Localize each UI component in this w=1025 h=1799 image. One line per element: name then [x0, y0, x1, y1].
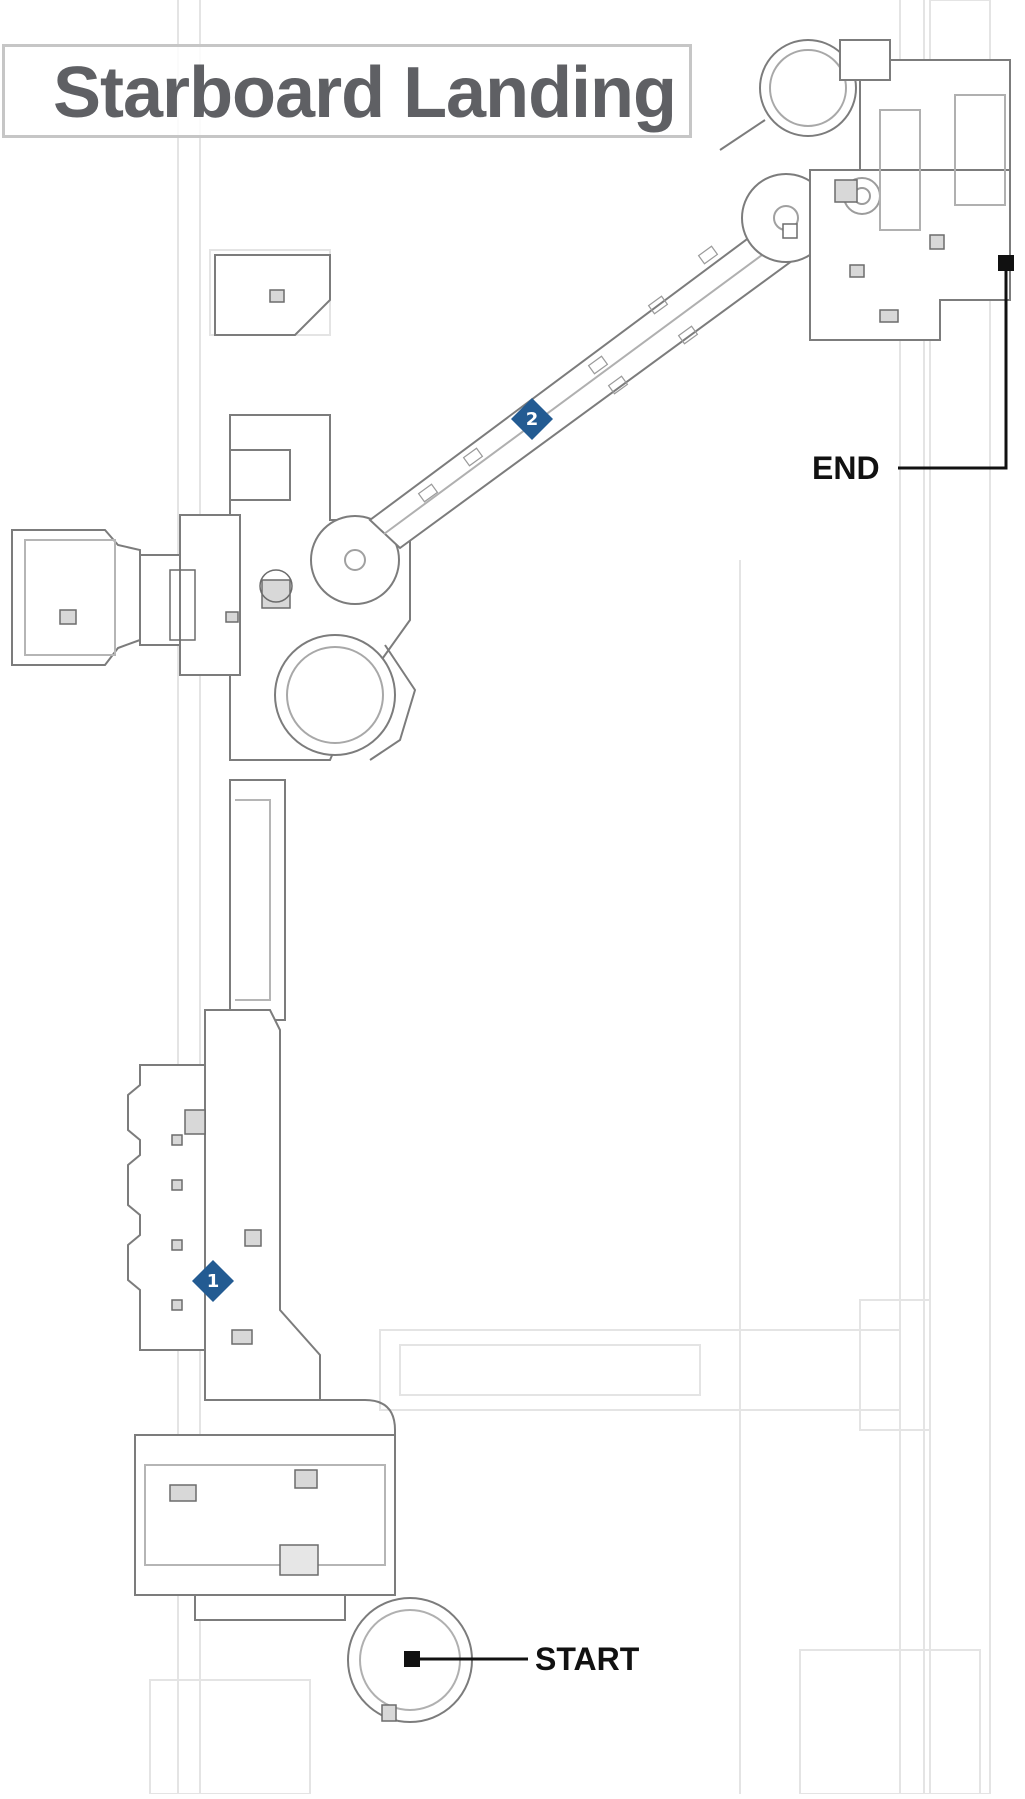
marker-diamond-1 — [192, 1260, 234, 1302]
marker-label-2: 2 — [526, 409, 539, 430]
end-point — [998, 255, 1014, 271]
marker-diamond-2 — [511, 398, 553, 440]
end-label: END — [812, 450, 880, 486]
marker-label-1: 1 — [207, 1271, 220, 1292]
map-marker-1[interactable]: 1 — [192, 1260, 234, 1302]
end-callout-line — [898, 263, 1008, 470]
floorplan-props — [59, 179, 945, 1722]
map-title-box: Starboard Landing — [2, 44, 692, 138]
bridge-details — [417, 245, 719, 503]
map-marker-2[interactable]: 2 — [511, 398, 553, 440]
map-title: Starboard Landing — [53, 53, 677, 133]
start-point — [404, 1651, 420, 1667]
start-label: START — [535, 1641, 640, 1677]
floorplan-outlines — [11, 39, 1011, 1723]
